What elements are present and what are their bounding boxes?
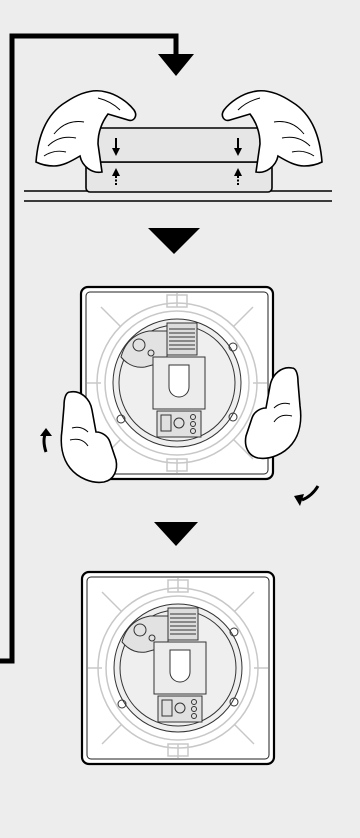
step-1-press-cover (24, 91, 332, 201)
flow-arrow-icon (158, 54, 194, 76)
mounting-plate (82, 572, 274, 764)
flow-arrow-icon (154, 522, 198, 546)
step-2-rotate-cover (40, 287, 318, 506)
step-3-mounted-result (82, 572, 274, 764)
base-block (86, 162, 272, 192)
flow-arrow-icon (148, 228, 200, 254)
rotate-arrow-icon (40, 428, 52, 452)
rotate-arrow-icon (294, 486, 318, 506)
